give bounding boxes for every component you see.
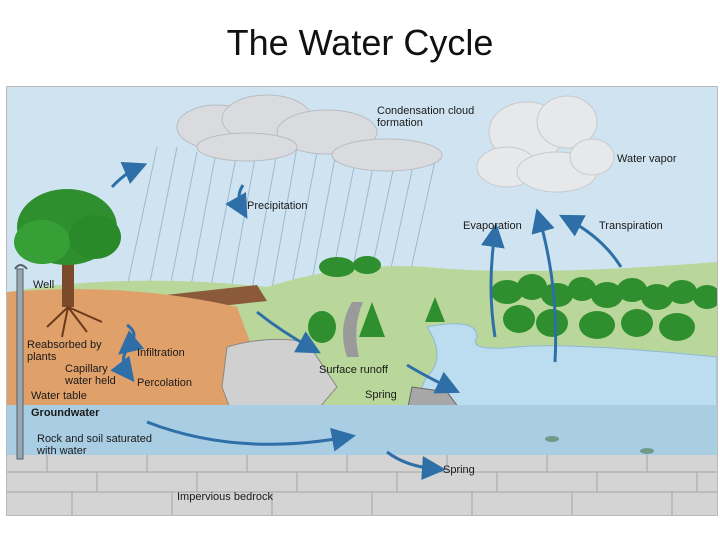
bedrock-layer [7, 455, 717, 515]
label-well: Well [33, 279, 55, 291]
label-spring-lower: Spring [443, 464, 475, 476]
diagram-illustration [7, 87, 717, 515]
label-water-table: Water table [31, 390, 87, 402]
label-water-vapor: Water vapor [617, 153, 677, 165]
label-spring-upper: Spring [365, 389, 397, 401]
page-title: The Water Cycle [226, 22, 494, 63]
label-groundwater: Groundwater [31, 407, 100, 419]
groundwater-layer [7, 405, 717, 455]
bedrock-cracks [7, 455, 717, 515]
label-surface-runoff: Surface runoff [319, 364, 388, 376]
label-percolation: Percolation [137, 377, 193, 389]
flow-arrows [110, 161, 623, 480]
cloud-icon [176, 94, 443, 172]
label-condensation: Condensation cloud formation [377, 105, 475, 129]
label-reabsorbed: Reabsorbed by plants [27, 339, 102, 363]
water-cycle-diagram: Condensation cloud formation Water vapor… [6, 86, 718, 516]
tree-icon [14, 189, 121, 338]
well-icon [14, 264, 28, 460]
label-infiltration: Infiltration [137, 347, 185, 359]
label-precipitation: Precipitation [247, 200, 308, 212]
label-evaporation: Evaporation [463, 220, 522, 232]
fish-icon [545, 436, 654, 454]
label-transpiration: Transpiration [599, 220, 663, 232]
label-impervious: Impervious bedrock [177, 491, 273, 503]
road [343, 302, 363, 357]
label-rock-soil: Rock and soil saturated with water [37, 433, 152, 457]
cloud-icon [476, 95, 615, 193]
label-capillary: Capillary water held [65, 363, 116, 387]
forest [319, 256, 717, 341]
